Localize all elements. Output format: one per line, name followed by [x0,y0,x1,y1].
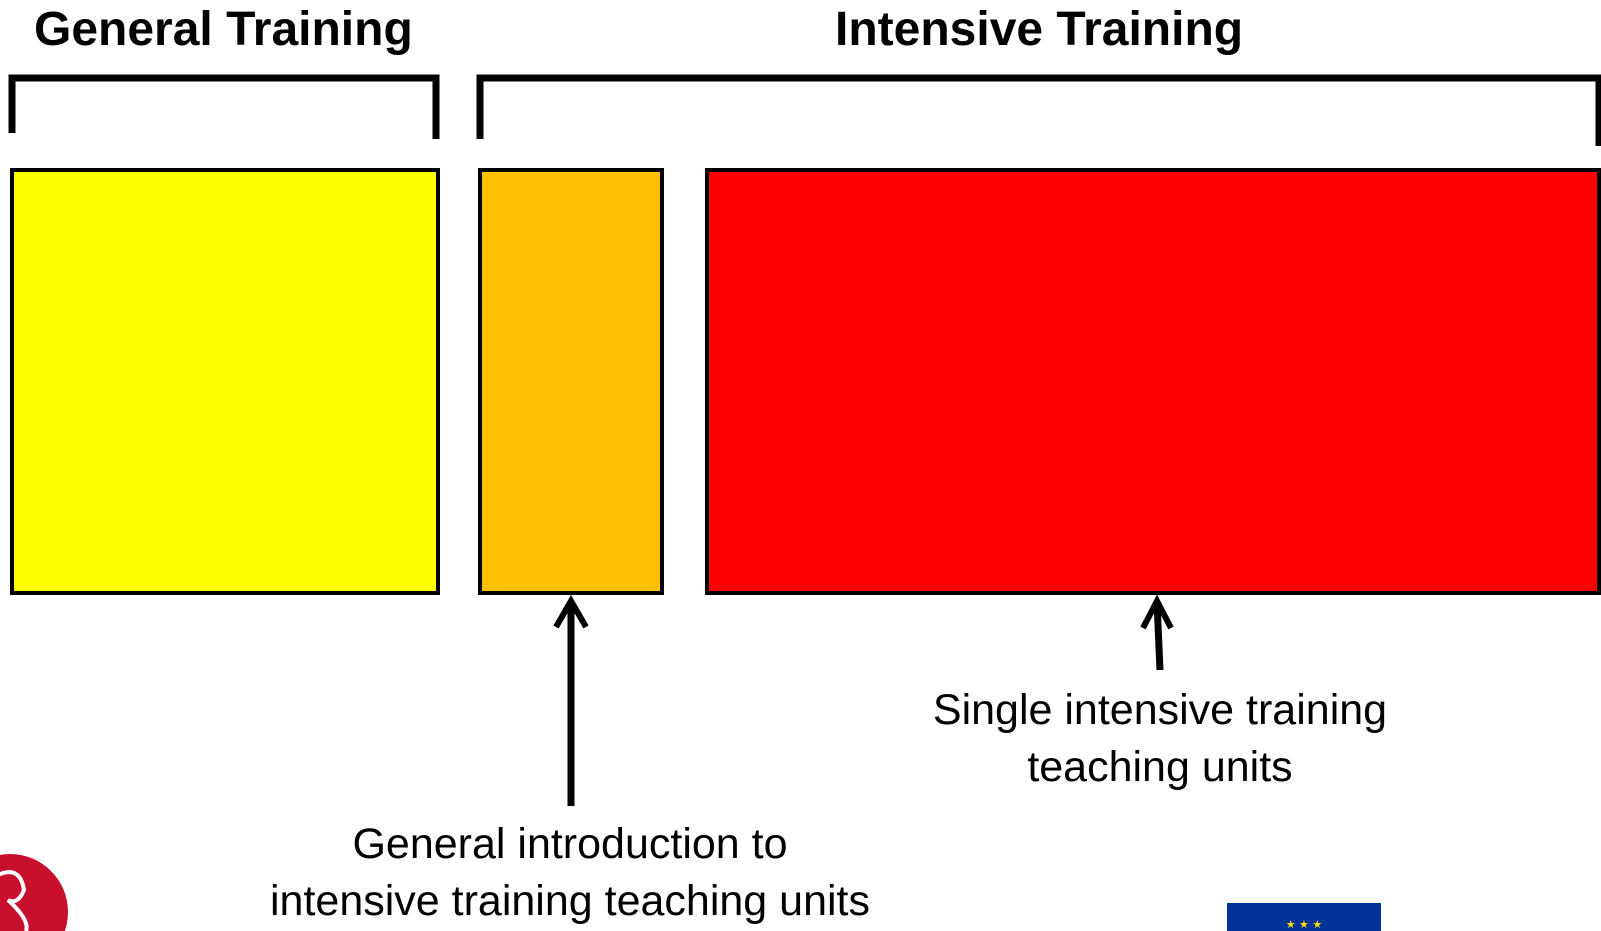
eu-flag-logo: ★ ★ ★ [1227,903,1381,931]
intensive-training-heading: Intensive Training [835,3,1244,56]
single-intensive-caption: Single intensive training teaching units [880,682,1440,796]
single-intensive-units-block [705,168,1601,595]
svg-text:★ ★ ★: ★ ★ ★ [1286,918,1323,931]
intro-caption-line1: General introduction to [352,820,788,868]
single-caption-line2: teaching units [1027,743,1293,791]
intensive-training-bracket [476,74,1601,146]
general-introduction-caption: General introduction to intensive traini… [228,816,912,930]
general-introduction-block [478,168,664,595]
single-arrow-head [1140,594,1174,630]
intro-arrow-head [553,594,589,629]
general-training-block [10,168,440,595]
single-caption-line1: Single intensive training [932,686,1388,734]
red-circle-logo [0,854,68,931]
general-training-heading: General Training [34,3,413,56]
intro-caption-line2: intensive training teaching units [270,877,870,925]
general-training-bracket [8,74,440,139]
single-arrow-shaft [1153,601,1164,671]
